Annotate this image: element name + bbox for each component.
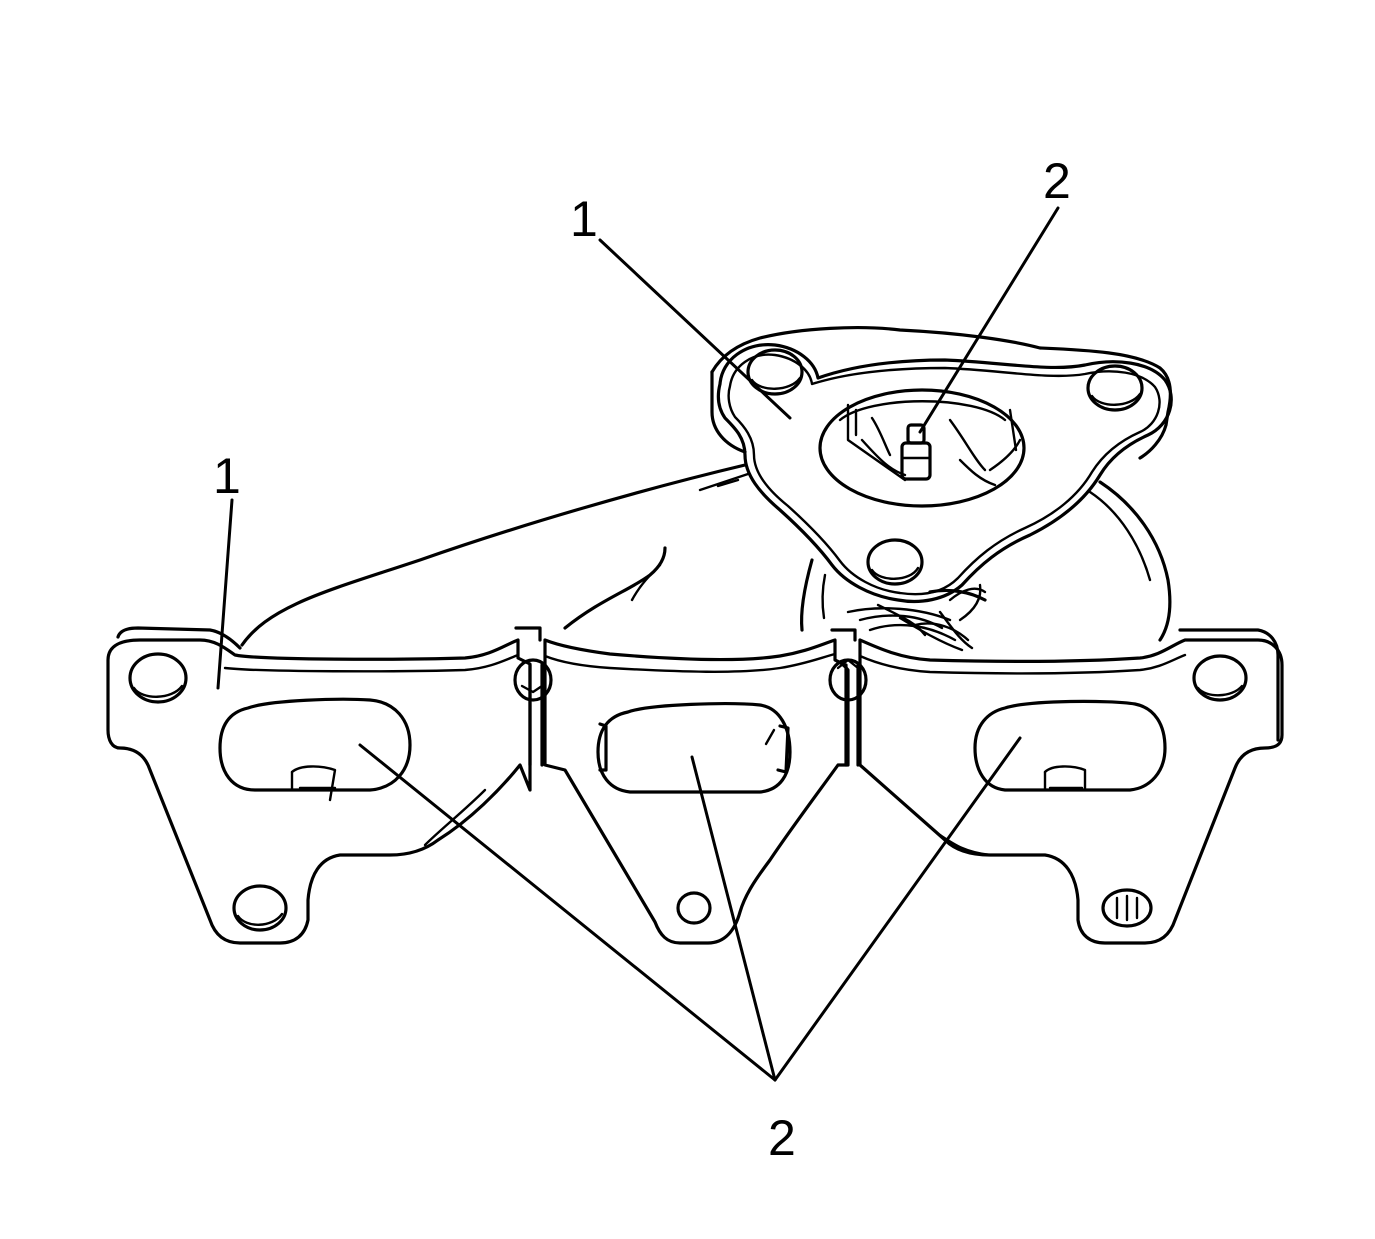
manifold-inlet-gasket — [106, 626, 1284, 945]
callout-upper-1: 1 — [570, 191, 598, 247]
callout-upper-2: 2 — [1043, 153, 1071, 209]
callouts: 1 2 1 2 — [213, 153, 1071, 1166]
turbo-outlet-flange-gasket — [710, 326, 1173, 604]
leader-upper-1 — [598, 238, 792, 420]
leader-bottom-2-c — [773, 736, 1022, 1082]
callout-left-1: 1 — [213, 448, 241, 504]
leader-lines — [216, 206, 1060, 1082]
leader-bottom-2-a — [358, 743, 777, 1082]
manifold-body — [240, 463, 1172, 652]
callout-bottom-2: 2 — [768, 1110, 796, 1166]
leader-upper-2 — [918, 206, 1060, 434]
leader-bottom-2-b — [690, 755, 777, 1082]
leader-left-1 — [216, 498, 234, 690]
